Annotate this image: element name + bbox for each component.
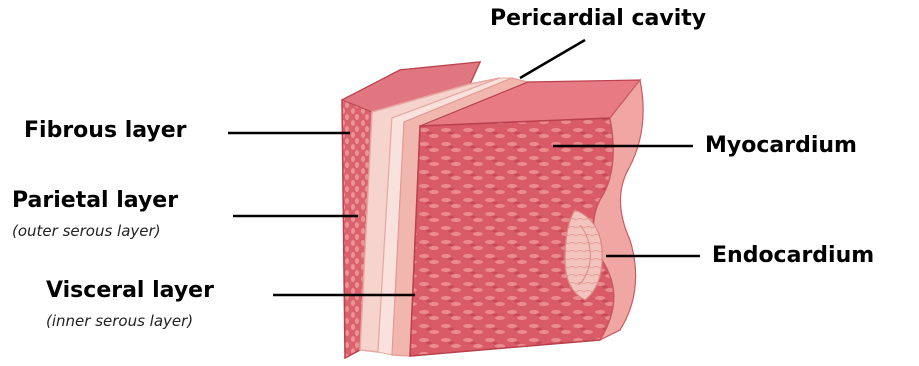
- parietal-layer-label: Parietal layer: [12, 190, 178, 212]
- endocardium-label: Endocardium: [712, 245, 874, 267]
- parietal-layer-sublabel: (outer serous layer): [12, 224, 161, 239]
- myocardium-label: Myocardium: [705, 135, 857, 157]
- myocardium-tissue: [410, 80, 643, 356]
- fibrous-layer-label: Fibrous layer: [24, 120, 187, 142]
- pericardial-cavity-label: Pericardial cavity: [490, 8, 706, 30]
- pericardial-cavity-leader: [520, 40, 585, 78]
- visceral-layer-sublabel: (inner serous layer): [46, 314, 193, 329]
- visceral-layer-label: Visceral layer: [46, 280, 214, 302]
